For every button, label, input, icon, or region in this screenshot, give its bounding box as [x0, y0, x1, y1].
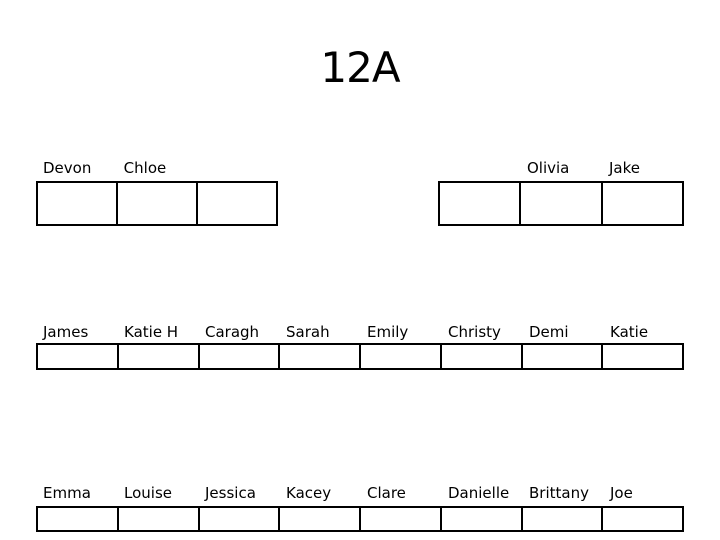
- seat-cell: [603, 345, 682, 368]
- seat-cell: [38, 183, 118, 224]
- seat-label: Katie: [610, 323, 649, 341]
- seat-cell: [602, 183, 682, 224]
- seat-cell: [118, 345, 200, 368]
- seat-label: Kacey: [286, 484, 332, 502]
- front-row-desk: [36, 506, 684, 532]
- slide-title: 12A: [320, 43, 400, 92]
- back-row-right-desk: [438, 181, 684, 226]
- seat-cell: [441, 508, 523, 530]
- seat-label: Danielle: [448, 484, 510, 502]
- seat-cell: [38, 508, 119, 530]
- seat-cell: [198, 183, 276, 224]
- seat-label: Devon: [43, 159, 92, 177]
- seat-cell: [603, 508, 682, 530]
- back-row-left-desk: [36, 181, 278, 226]
- seat-cell: [361, 345, 442, 368]
- back-row-left-desk-labels: Devon Chloe: [36, 159, 278, 178]
- seat-cell: [118, 183, 198, 224]
- middle-row-labels: James Katie H Caragh Sarah Emily Christy…: [36, 323, 684, 342]
- seat-label: Jake: [609, 159, 640, 177]
- seat-label: Brittany: [529, 484, 589, 502]
- seat-label: Chloe: [123, 159, 167, 177]
- seat-label: [197, 159, 278, 178]
- seat-label: Christy: [448, 323, 501, 341]
- seat-cell: [361, 508, 442, 530]
- front-row-labels: Emma Louise Jessica Kacey Clare Danielle…: [36, 484, 684, 503]
- seat-label: Sarah: [286, 323, 330, 341]
- seat-cell: [280, 345, 361, 368]
- seat-cell: [522, 345, 604, 368]
- seat-label: [438, 159, 520, 178]
- seat-label: Demi: [529, 323, 569, 341]
- seat-label: Olivia: [527, 159, 570, 177]
- seat-label: Louise: [124, 484, 172, 502]
- seat-label: Joe: [610, 484, 633, 502]
- seat-cell: [199, 345, 281, 368]
- seat-label: Katie H: [124, 323, 179, 341]
- back-row-right-desk-labels: Olivia Jake: [438, 159, 684, 178]
- seat-label: Emily: [367, 323, 409, 341]
- seat-cell: [199, 508, 281, 530]
- seat-cell: [38, 345, 119, 368]
- seat-label: Caragh: [205, 323, 260, 341]
- seat-cell: [118, 508, 200, 530]
- seat-cell: [280, 508, 361, 530]
- seat-cell: [440, 183, 522, 224]
- seat-label: James: [43, 323, 89, 341]
- seat-label: Clare: [367, 484, 406, 502]
- seat-cell: [441, 345, 523, 368]
- seat-label: Emma: [43, 484, 91, 502]
- seat-label: Jessica: [205, 484, 256, 502]
- middle-row-desk: [36, 343, 684, 370]
- seat-cell: [521, 183, 603, 224]
- seat-cell: [522, 508, 604, 530]
